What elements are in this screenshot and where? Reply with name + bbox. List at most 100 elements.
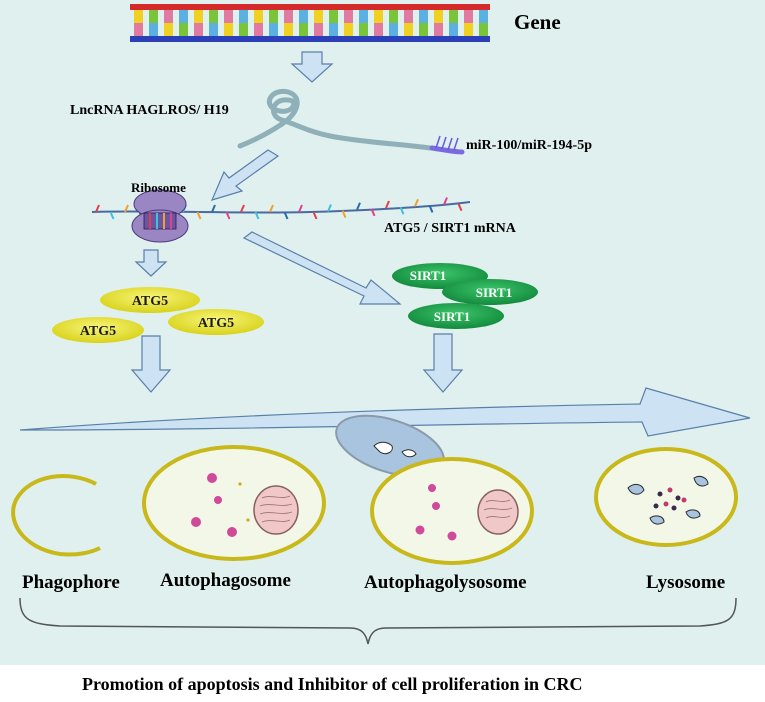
arrow-ribosome-to-sirt1 xyxy=(242,231,402,305)
atg5-label: ATG5 xyxy=(80,324,116,339)
dna-base xyxy=(134,23,143,36)
gene-dna-ladder xyxy=(130,4,490,42)
dna-base xyxy=(434,23,443,36)
dna-base xyxy=(239,23,248,36)
dna-base xyxy=(284,23,293,36)
dna-base xyxy=(239,10,248,23)
dna-base xyxy=(329,10,338,23)
mrna-codon xyxy=(298,204,303,213)
atg5-protein xyxy=(52,317,144,343)
arrow-gene-to-lncrna xyxy=(290,51,334,83)
atg5-proteins xyxy=(52,287,264,343)
stage-label-phagophore: Phagophore xyxy=(22,572,120,593)
dna-base xyxy=(344,10,353,23)
dna-base xyxy=(374,23,383,36)
sirt1-protein xyxy=(442,279,538,305)
ribosome-label: Ribosome xyxy=(131,180,186,195)
dna-base xyxy=(419,23,428,36)
mrna-codon xyxy=(443,197,448,205)
dna-base xyxy=(299,23,308,36)
sirt1-label: SIRT1 xyxy=(434,309,470,324)
dna-base xyxy=(254,23,263,36)
mrna-codon xyxy=(196,211,202,220)
mrna-codon xyxy=(399,206,405,215)
dna-base xyxy=(149,23,158,36)
lysosome xyxy=(594,447,738,547)
dna-base xyxy=(314,23,323,36)
dna-base xyxy=(359,10,368,23)
dna-base xyxy=(269,23,278,36)
sirt1-label: SIRT1 xyxy=(476,285,512,300)
gene-label: Gene xyxy=(514,10,561,34)
stage-label-autophagolysosome: Autophagolysosome xyxy=(364,572,527,593)
mirna-label: miR-100/miR-194-5p xyxy=(466,138,592,153)
pathway-arrow xyxy=(19,387,751,437)
mrna-codon xyxy=(269,204,274,213)
atg5-label: ATG5 xyxy=(132,294,168,309)
atg5-protein xyxy=(100,287,200,313)
autophagolysosome xyxy=(335,414,534,565)
dna-base xyxy=(149,10,158,23)
summary-brace xyxy=(19,597,737,645)
dna-base xyxy=(464,10,473,23)
mrna-codon xyxy=(225,211,231,220)
dna-base xyxy=(254,10,263,23)
atg5-protein xyxy=(168,309,264,335)
dna-base xyxy=(389,23,398,36)
dna-base xyxy=(164,23,173,36)
mrna-codon xyxy=(385,200,390,209)
stage-label-autophagosome: Autophagosome xyxy=(160,570,291,591)
dna-base xyxy=(299,10,308,23)
mrna-codon xyxy=(428,205,434,213)
dna-base xyxy=(389,10,398,23)
mrna-codon xyxy=(124,204,129,213)
mrna-label: ATG5 / SIRT1 mRNA xyxy=(384,221,516,236)
dna-base xyxy=(269,10,278,23)
mirna-strand xyxy=(429,135,465,155)
arrow-lncrna-to-ribosome xyxy=(210,149,280,201)
dna-base xyxy=(479,10,488,23)
mrna-codon xyxy=(414,198,419,207)
dna-base xyxy=(314,10,323,23)
sirt1-protein xyxy=(408,303,504,329)
dna-base xyxy=(224,23,233,36)
dna-base xyxy=(419,10,428,23)
arrow-ribosome-to-atg5 xyxy=(134,249,168,277)
mrna-codon xyxy=(95,204,100,213)
sirt1-label: SIRT1 xyxy=(410,268,446,283)
arrow-atg5-to-pathway xyxy=(130,335,172,393)
sirt1-proteins xyxy=(392,263,538,329)
mrna-codon xyxy=(312,211,318,220)
dna-base xyxy=(449,10,458,23)
mrna-codon xyxy=(240,204,245,213)
dna-base xyxy=(194,10,203,23)
dna-base xyxy=(209,10,218,23)
mrna-codon xyxy=(283,211,289,220)
atg5-label: ATG5 xyxy=(198,316,234,331)
dna-base xyxy=(329,23,338,36)
dna-base xyxy=(344,23,353,36)
dna-base xyxy=(224,10,233,23)
mrna-codon xyxy=(457,203,463,212)
dna-base xyxy=(284,10,293,23)
mrna-codon xyxy=(356,202,361,211)
autophagosome xyxy=(142,445,326,561)
dna-base xyxy=(194,23,203,36)
mrna-codon xyxy=(211,204,216,213)
dna-base xyxy=(134,10,143,23)
arrow-sirt1-to-pathway xyxy=(422,333,464,393)
dna-base xyxy=(404,10,413,23)
phagophore xyxy=(11,474,101,557)
mrna-codon xyxy=(254,211,260,220)
conclusion-text: Promotion of apoptosis and Inhibitor of … xyxy=(82,674,583,694)
mrna-codon xyxy=(370,208,376,217)
lncrna-coil xyxy=(237,88,433,151)
dna-base xyxy=(164,10,173,23)
mrna-codon xyxy=(341,210,347,219)
dna-base xyxy=(449,23,458,36)
dna-base xyxy=(434,10,443,23)
dna-base xyxy=(404,23,413,36)
lncrna-label: LncRNA HAGLROS/ H19 xyxy=(70,103,229,118)
dna-base xyxy=(179,10,188,23)
